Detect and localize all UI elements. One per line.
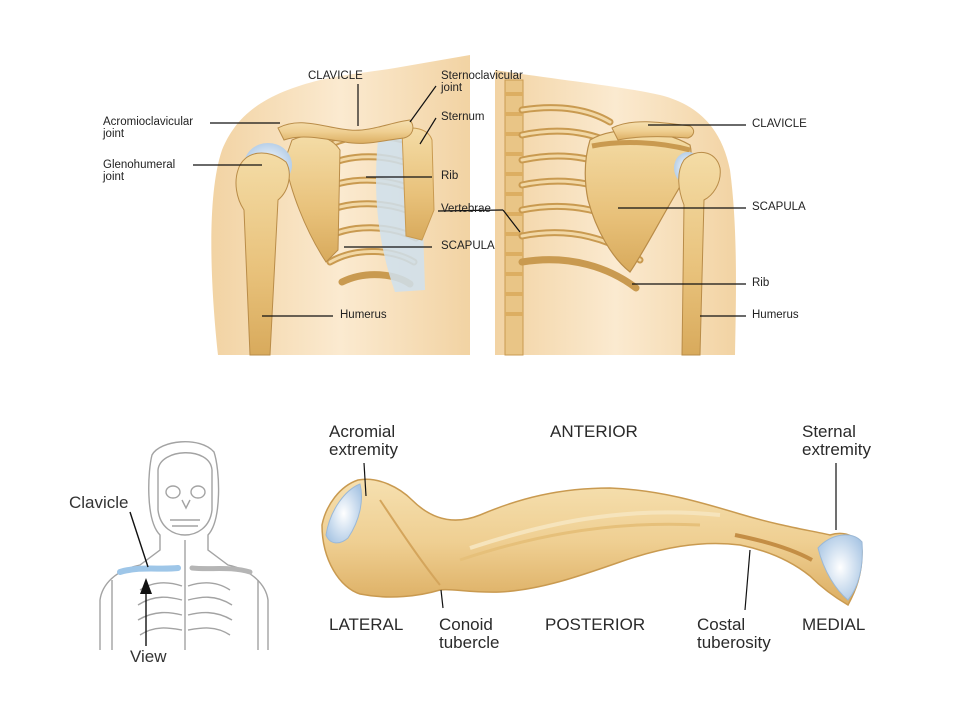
label-sternum: Sternum [441,111,485,123]
sternum-bone [401,127,435,241]
anterior-shoulder-illustration [211,55,470,356]
clavicle-bone [321,478,863,607]
sternal-facet [817,534,863,601]
acromial-facet [325,483,362,544]
label-lateral: LATERAL [329,615,404,634]
label-clavicle-inset: Clavicle [69,493,129,512]
top-leader-lines [193,84,746,317]
label-humerus-posterior: Humerus [752,309,799,321]
inset-skull [157,452,213,536]
label-clavicle-anterior: CLAVICLE [308,70,363,82]
label-glenohumeral-joint: Glenohumeral joint [103,159,176,184]
label-scapula-anterior: SCAPULA [441,240,495,252]
label-medial: MEDIAL [802,615,866,634]
label-humerus-anterior: Humerus [340,309,387,321]
inset-clavicle-highlight [117,565,181,575]
posterior-clavicle-bone [611,121,695,141]
skeleton-inset [99,441,269,650]
vertebral-column [504,79,524,356]
label-rib-posterior: Rib [752,277,770,289]
bottom-leader-lines [363,462,837,611]
label-acromial-extremity: Acromial extremity [329,422,398,460]
label-costal-tuberosity: Costal tuberosity [697,615,771,653]
label-acromioclavicular-joint: Acromioclavicular joint [103,116,194,141]
label-view: View [130,647,167,666]
anterior-humerus-bone [235,152,290,356]
inset-pointers [129,511,149,646]
label-vertebrae: Vertebrae [441,203,491,215]
costal-tuberosity-mark [734,533,813,562]
inset-ribs [111,540,259,650]
label-conoid-tubercle: Conoid tubercle [439,615,500,653]
label-anterior: ANTERIOR [550,422,638,441]
label-clavicle-posterior: CLAVICLE [752,118,807,130]
posterior-shoulder-illustration [495,70,736,356]
isolated-clavicle-illustration [321,478,863,607]
label-sternal-extremity: Sternal extremity [802,422,871,460]
anterior-clavicle-bone [277,119,414,144]
label-scapula-posterior: SCAPULA [752,201,806,213]
inset-body-outline [99,441,269,650]
label-posterior: POSTERIOR [545,615,646,634]
view-arrow-icon [140,578,152,594]
label-rib-anterior: Rib [441,170,459,182]
label-sternoclavicular-joint: Sternoclavicular joint [441,70,523,95]
posterior-humerus-bone [678,152,721,356]
